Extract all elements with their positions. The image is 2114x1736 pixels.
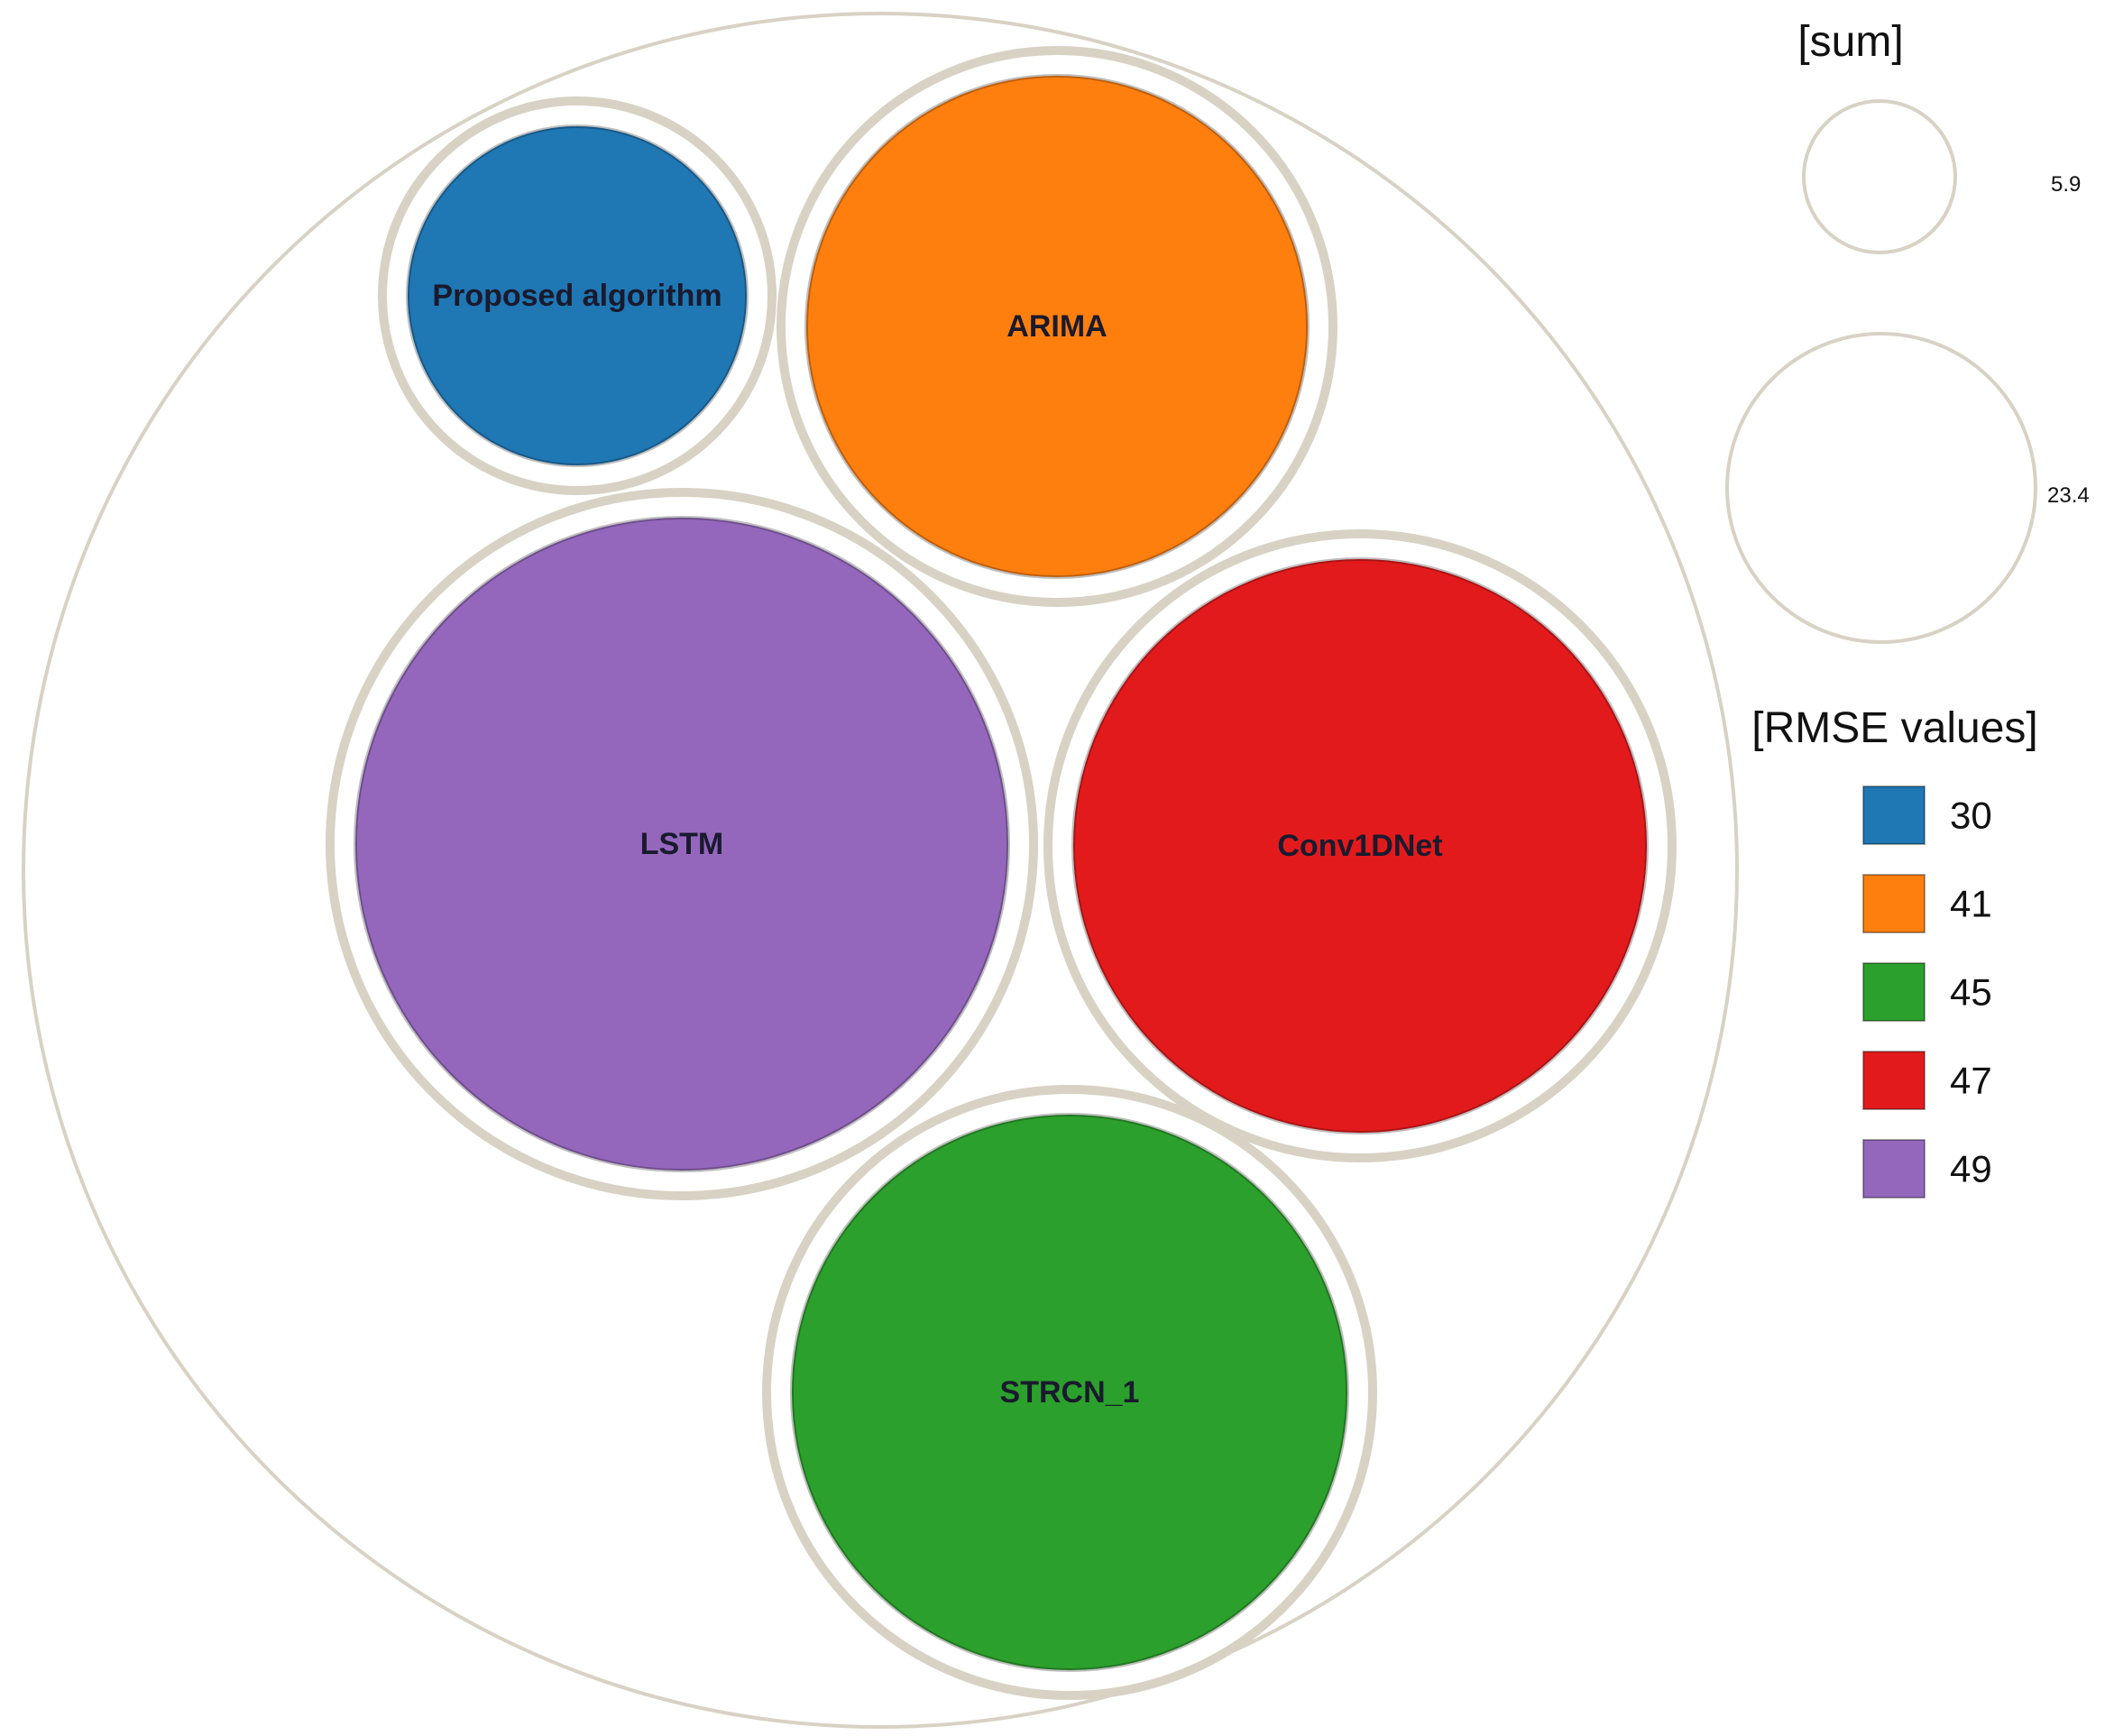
legend-swatch [1862, 874, 1926, 933]
bubble-strcn-1[interactable]: STRCN_1 [762, 1085, 1377, 1700]
bubble-proposed-algorithm[interactable]: Proposed algorithm [378, 96, 777, 495]
color-legend-title: [RMSE values] [1751, 704, 2037, 752]
bubble-label: Proposed algorithm [432, 279, 722, 313]
size-legend: [sum] 5.9 23.4 [1725, 18, 2090, 644]
bubble-circle [406, 124, 749, 467]
color-legend: [RMSE values] 30 41 45 47 49 [1751, 704, 2038, 1199]
bubble-circle [354, 516, 1010, 1172]
bubble-circle [1071, 557, 1649, 1134]
bubble-arima[interactable]: ARIMA [777, 46, 1337, 607]
size-legend-small-circle [1802, 99, 1957, 254]
bubble-lstm[interactable]: LSTM [326, 488, 1038, 1200]
legend-label: 30 [1950, 795, 1992, 837]
legend-swatch [1862, 1139, 1926, 1199]
bubble-label: STRCN_1 [1000, 1375, 1140, 1410]
size-legend-large-circle [1725, 332, 2037, 644]
size-legend-title: [sum] [1797, 18, 1903, 66]
bubble-conv1dnet[interactable]: Conv1DNet [1043, 529, 1677, 1162]
outer-circle [22, 12, 1739, 1729]
size-legend-large-label: 23.4 [2047, 483, 2090, 508]
legend-label: 47 [1950, 1060, 1992, 1102]
legend-swatch [1862, 962, 1926, 1022]
legend-label: 49 [1950, 1148, 1992, 1190]
legend-label: 41 [1950, 883, 1992, 925]
bubble-group: Proposed algorithm ARIMA LSTM Conv1DNet … [326, 46, 1677, 1700]
bubble-label: ARIMA [1006, 309, 1107, 344]
bubble-circle [790, 1113, 1349, 1672]
size-legend-small-label: 5.9 [2051, 172, 2081, 197]
legend-label: 45 [1950, 971, 1992, 1014]
legend-swatch [1862, 1051, 1926, 1110]
bubble-label: Conv1DNet [1277, 829, 1442, 863]
bubble-circle [804, 74, 1310, 579]
legend-swatch [1862, 785, 1926, 845]
bubble-label: LSTM [640, 827, 724, 861]
